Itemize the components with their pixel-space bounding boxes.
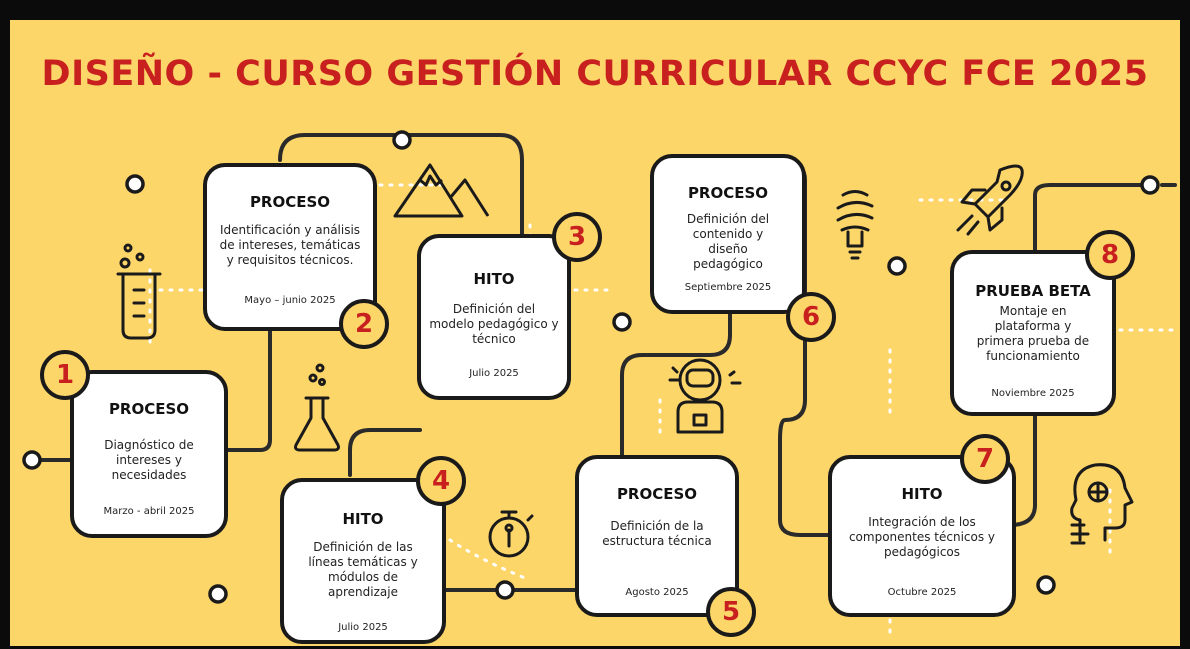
node-circle bbox=[495, 580, 515, 600]
node-circle bbox=[208, 584, 228, 604]
step-description: Definición del contenido y diseño pedagó… bbox=[686, 212, 770, 271]
step-date: Julio 2025 bbox=[338, 622, 388, 633]
node-circle bbox=[22, 450, 42, 470]
path-1-2 bbox=[223, 318, 272, 452]
node-circle bbox=[612, 312, 632, 332]
step-date: Marzo - abril 2025 bbox=[103, 506, 195, 517]
step-type: PROCESO bbox=[108, 400, 190, 418]
astronaut-icon bbox=[668, 358, 742, 434]
mountain-icon bbox=[393, 163, 490, 218]
step-number-badge-2: 2 bbox=[339, 299, 389, 349]
step-type: HITO bbox=[342, 510, 384, 528]
path-3-4 bbox=[348, 428, 422, 477]
step-type: HITO bbox=[473, 270, 515, 288]
step-card-7: HITO Integración de los componentes técn… bbox=[828, 455, 1016, 617]
ai-head-icon bbox=[1070, 463, 1134, 545]
path-7-8 bbox=[1008, 183, 1144, 527]
step-number-badge-5: 5 bbox=[706, 587, 756, 637]
dots-4 bbox=[448, 538, 532, 582]
step-number-badge-1: 1 bbox=[40, 350, 90, 400]
step-card-6: PROCESO Definición del contenido y diseñ… bbox=[650, 154, 806, 314]
step-date: Septiembre 2025 bbox=[684, 282, 772, 293]
node-circle bbox=[125, 174, 145, 194]
step-date: Julio 2025 bbox=[469, 368, 519, 379]
step-date: Agosto 2025 bbox=[625, 587, 689, 598]
node-circle bbox=[887, 256, 907, 276]
step-description: Definición de las líneas temáticas y mód… bbox=[308, 540, 418, 599]
step-description: Integración de los componentes técnicos … bbox=[848, 515, 996, 559]
step-description: Definición del modelo pedagógico y técni… bbox=[429, 302, 559, 346]
step-type: PROCESO bbox=[249, 193, 331, 211]
step-description: Definición de la estructura técnica bbox=[602, 519, 712, 548]
step-type: PROCESO bbox=[687, 184, 769, 202]
step-date: Noviembre 2025 bbox=[991, 388, 1075, 399]
step-card-3: HITO Definición del modelo pedagógico y … bbox=[417, 234, 571, 400]
step-type: PRUEBA BETA bbox=[975, 282, 1091, 300]
path-and-decorations bbox=[22, 130, 1177, 642]
step-date: Mayo – junio 2025 bbox=[244, 295, 336, 306]
beaker-icon bbox=[116, 243, 162, 340]
step-card-5: PROCESO Definición de la estructura técn… bbox=[575, 455, 739, 617]
flask-icon bbox=[294, 363, 340, 452]
step-number-badge-4: 4 bbox=[416, 456, 466, 506]
node-circle bbox=[392, 130, 412, 150]
path-5-6 bbox=[620, 308, 732, 462]
stopwatch-icon bbox=[488, 510, 534, 558]
step-number-badge-6: 6 bbox=[786, 292, 836, 342]
path-2-3 bbox=[278, 133, 524, 237]
step-description: Montaje en plataforma y primera prueba d… bbox=[976, 304, 1090, 363]
step-card-8: PRUEBA BETA Montaje en plataforma y prim… bbox=[950, 250, 1116, 416]
rocket-icon bbox=[956, 164, 1024, 236]
step-number-badge-7: 7 bbox=[960, 434, 1010, 484]
step-card-4: HITO Definición de las líneas temáticas … bbox=[280, 478, 446, 644]
infographic-canvas: DISEÑO - CURSO GESTIÓN CURRICULAR CCYC F… bbox=[10, 20, 1180, 646]
step-description: Diagnóstico de intereses y necesidades bbox=[104, 438, 194, 482]
step-description: Identificación y análisis de intereses, … bbox=[219, 223, 361, 267]
step-type: HITO bbox=[901, 485, 943, 503]
step-number-badge-3: 3 bbox=[552, 212, 602, 262]
page-title: DISEÑO - CURSO GESTIÓN CURRICULAR CCYC F… bbox=[41, 54, 1149, 94]
step-type: PROCESO bbox=[616, 485, 698, 503]
step-date: Octubre 2025 bbox=[887, 587, 957, 598]
light-bulb-icon bbox=[836, 190, 874, 260]
step-card-1: PROCESO Diagnóstico de intereses y neces… bbox=[70, 370, 228, 538]
step-number-badge-8: 8 bbox=[1085, 230, 1135, 280]
node-circle bbox=[1140, 175, 1160, 195]
node-circle bbox=[1036, 575, 1056, 595]
